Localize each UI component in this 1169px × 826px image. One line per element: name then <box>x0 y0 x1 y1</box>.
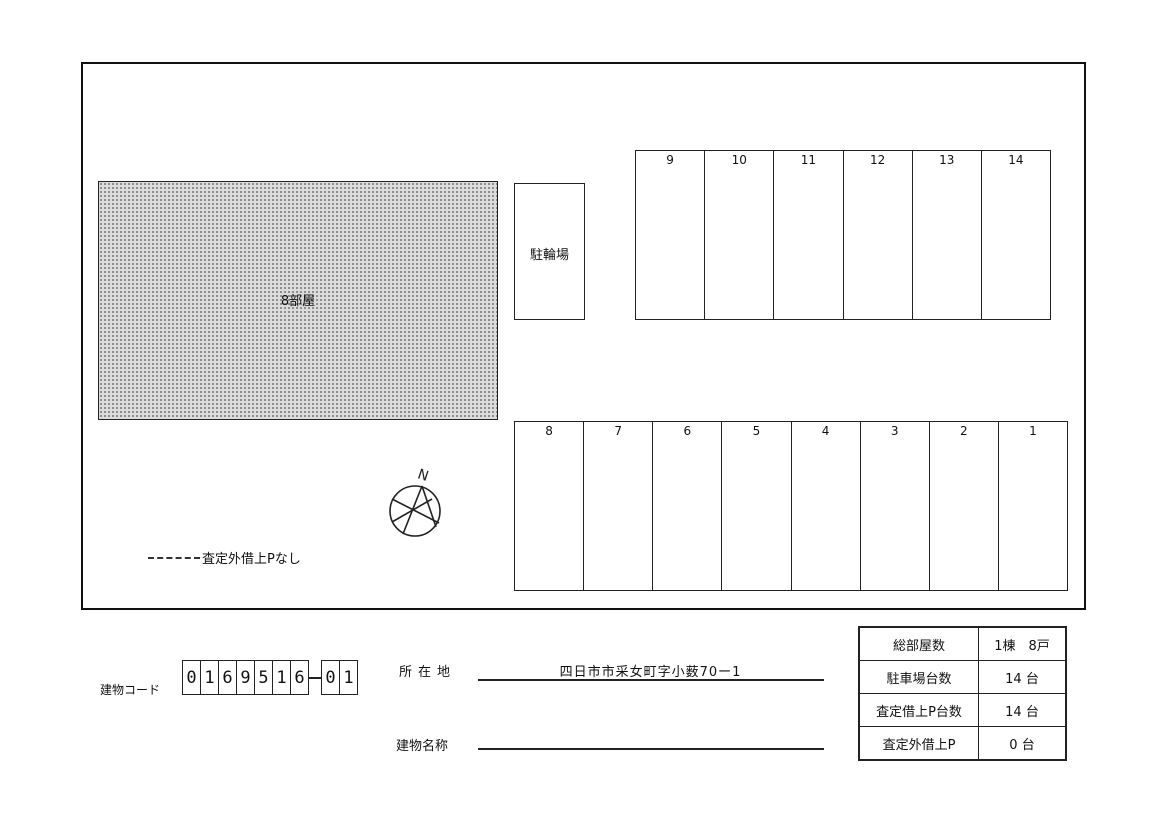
parking-space-number: 9 <box>666 153 674 167</box>
building-name-label: 建物名称 <box>396 739 449 754</box>
summary-label: 駐車場台数 <box>858 660 979 694</box>
table-row: 総部屋数 1棟 8戸 <box>858 626 1067 661</box>
parking-space: 3 <box>859 422 929 590</box>
parking-space: 11 <box>773 151 842 319</box>
code-digit: 1 <box>339 661 357 694</box>
parking-space-number: 8 <box>545 424 553 438</box>
summary-value: 1棟 8戸 <box>978 626 1067 661</box>
legend: 査定外借上Pなし <box>148 548 301 567</box>
legend-dashed-line <box>148 556 200 559</box>
building-code-main: 0 1 6 9 5 1 6 <box>182 660 309 695</box>
bicycle-parking-label: 駐輪場 <box>529 248 569 263</box>
building-label: 8部屋 <box>280 294 316 309</box>
parking-row-top: 9 10 11 12 13 14 <box>635 150 1051 320</box>
parking-space: 2 <box>928 422 998 590</box>
site-plan-frame <box>81 62 1086 610</box>
compass-label: N <box>416 466 431 484</box>
summary-value: 14 台 <box>978 660 1067 694</box>
address-value: 四日市市采女町字小薮70ー1 <box>559 665 742 680</box>
code-digit: 1 <box>200 661 218 694</box>
parking-space-number: 7 <box>614 424 622 438</box>
building-code-label: 建物コード <box>100 683 161 697</box>
code-digit: 6 <box>290 661 308 694</box>
parking-space-number: 3 <box>890 424 899 438</box>
parking-space-number: 12 <box>869 153 886 167</box>
parking-space: 7 <box>583 422 652 590</box>
code-digit: 1 <box>272 661 290 694</box>
parking-space-number: 10 <box>731 153 747 167</box>
parking-space: 8 <box>515 422 583 590</box>
summary-label: 査定外借上P <box>858 726 979 761</box>
address-label: 所在地 <box>399 665 457 680</box>
table-row: 査定外借上P 0 台 <box>858 726 1067 761</box>
building-footprint: 8部屋 <box>98 181 498 420</box>
parking-space-number: 5 <box>752 424 761 438</box>
address-underline <box>478 679 824 681</box>
north-arrow-icon: N <box>389 466 441 537</box>
bicycle-parking: 駐輪場 <box>514 183 585 320</box>
summary-value: 14 台 <box>978 693 1067 727</box>
parking-space-number: 13 <box>939 153 955 167</box>
parking-space-number: 2 <box>959 424 968 438</box>
legend-text: 査定外借上Pなし <box>202 552 301 567</box>
parking-space: 14 <box>980 151 1050 319</box>
code-digit: 0 <box>186 667 197 688</box>
code-separator <box>309 676 321 679</box>
table-row: 査定借上P台数 14 台 <box>858 693 1067 727</box>
building-code: 0 1 6 9 5 1 6 0 1 <box>182 660 358 695</box>
parking-space-number: 14 <box>1008 153 1024 167</box>
parking-space: 10 <box>704 151 773 319</box>
code-digit: 9 <box>236 661 254 694</box>
parking-space: 6 <box>652 422 721 590</box>
parking-row-bottom: 8 7 6 5 4 3 2 1 <box>514 421 1068 591</box>
summary-table: 総部屋数 1棟 8戸 駐車場台数 14 台 査定借上P台数 14 台 査定外借上… <box>858 626 1067 761</box>
parking-space: 4 <box>790 422 860 590</box>
parking-space: 12 <box>842 151 912 319</box>
parking-space: 5 <box>721 422 790 590</box>
table-row: 駐車場台数 14 台 <box>858 660 1067 694</box>
summary-label: 総部屋数 <box>858 626 979 661</box>
code-digit: 5 <box>254 661 272 694</box>
parking-space: 1 <box>997 422 1067 590</box>
parking-space-number: 6 <box>683 424 692 438</box>
parking-space: 13 <box>911 151 981 319</box>
parking-space-number: 4 <box>821 424 830 438</box>
building-name-underline <box>478 748 824 750</box>
parking-space-number: 1 <box>1029 424 1037 438</box>
parking-space: 9 <box>636 151 704 319</box>
building-code-suffix: 0 1 <box>321 660 358 695</box>
summary-value: 0 台 <box>978 726 1067 761</box>
parking-space-number: 11 <box>800 153 817 167</box>
code-digit: 0 <box>325 667 336 688</box>
code-digit: 6 <box>218 661 236 694</box>
summary-label: 査定借上P台数 <box>858 693 979 727</box>
